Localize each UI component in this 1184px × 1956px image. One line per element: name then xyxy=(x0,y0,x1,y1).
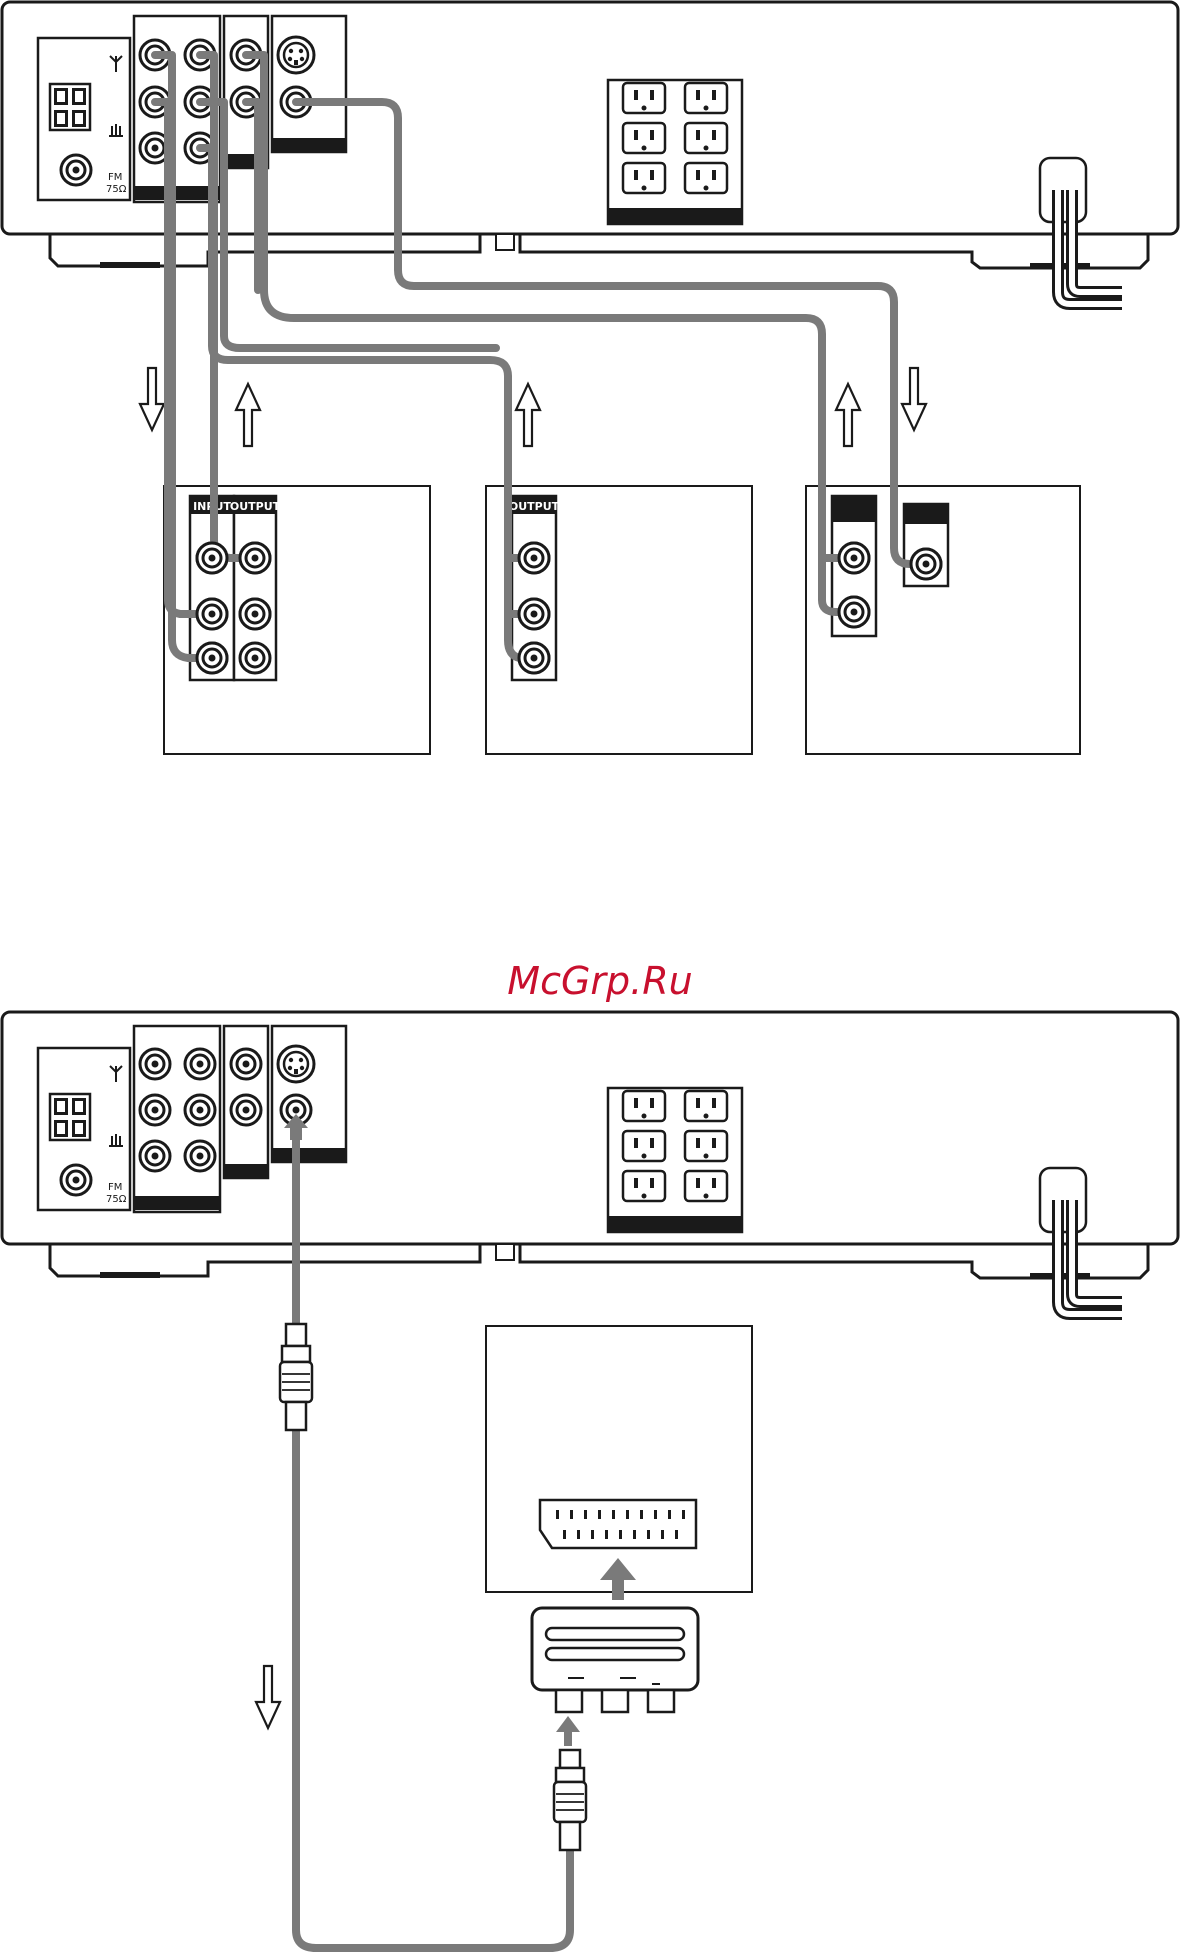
component-tv-scart xyxy=(486,1326,752,1592)
rca-jack xyxy=(185,1095,215,1125)
ac-outlet xyxy=(623,83,665,113)
fm-label: FM xyxy=(108,1182,122,1193)
fm-label: FM xyxy=(108,172,122,183)
antenna-terminal xyxy=(50,84,90,130)
rca-jack xyxy=(140,1141,170,1171)
scart-adapter-icon xyxy=(532,1608,698,1712)
rca-jack xyxy=(140,1049,170,1079)
rca-jack xyxy=(240,543,270,573)
rca-jack xyxy=(231,1049,261,1079)
fm-coax-jack xyxy=(61,155,91,185)
ohm-label: 75Ω xyxy=(106,184,127,195)
rca-jack xyxy=(911,549,941,579)
arrow-down-icon xyxy=(902,368,926,430)
rca-jack xyxy=(839,597,869,627)
rca-jack xyxy=(240,599,270,629)
rca-jack xyxy=(197,543,227,573)
ac-outlet-panel xyxy=(608,80,742,224)
output-label: OUTPUT xyxy=(509,500,560,513)
arrow-up-icon xyxy=(236,384,260,446)
receiver-rear-panel-bottom: FM 75Ω xyxy=(2,1012,1178,1314)
ac-outlet xyxy=(685,1171,727,1201)
rca-jack xyxy=(519,643,549,673)
ac-outlet xyxy=(685,1091,727,1121)
arrow-down-icon xyxy=(140,368,164,430)
rca-jack xyxy=(197,643,227,673)
s-video-jack xyxy=(278,37,314,73)
rca-plug-icon xyxy=(554,1750,586,1850)
rca-jack xyxy=(231,1095,261,1125)
rca-plug-icon xyxy=(280,1324,312,1430)
top-diagram: FM 75Ω xyxy=(2,2,1178,754)
ac-outlet xyxy=(623,163,665,193)
ac-outlet xyxy=(623,123,665,153)
scart-connector xyxy=(540,1500,696,1548)
rca-jack xyxy=(185,1141,215,1171)
rca-jack xyxy=(185,1049,215,1079)
antenna-terminal xyxy=(50,1094,90,1140)
ohm-label: 75Ω xyxy=(106,1194,127,1205)
watermark: McGrp.Ru xyxy=(507,959,692,1003)
ac-outlet xyxy=(623,1131,665,1161)
ac-outlet xyxy=(685,123,727,153)
arrow-down-icon xyxy=(256,1666,280,1728)
ac-outlet xyxy=(685,83,727,113)
rca-jack xyxy=(197,599,227,629)
rca-jack xyxy=(519,543,549,573)
ac-outlet-panel xyxy=(608,1088,742,1232)
s-video-jack xyxy=(278,1046,314,1082)
rca-jack xyxy=(839,543,869,573)
ac-outlet xyxy=(623,1171,665,1201)
fm-coax-jack xyxy=(61,1165,91,1195)
arrow-up-icon xyxy=(836,384,860,446)
ac-outlet xyxy=(623,1091,665,1121)
receiver-rear-panel-top: FM 75Ω xyxy=(2,2,1178,304)
bottom-diagram: FM 75Ω xyxy=(2,1012,1178,1948)
arrow-up-icon xyxy=(516,384,540,446)
rca-jack xyxy=(140,1095,170,1125)
ac-outlet xyxy=(685,163,727,193)
arrow-up-icon xyxy=(556,1716,580,1746)
output-label: OUTPUT xyxy=(230,500,281,513)
rca-jack xyxy=(240,643,270,673)
rca-jack xyxy=(519,599,549,629)
ac-outlet xyxy=(685,1131,727,1161)
